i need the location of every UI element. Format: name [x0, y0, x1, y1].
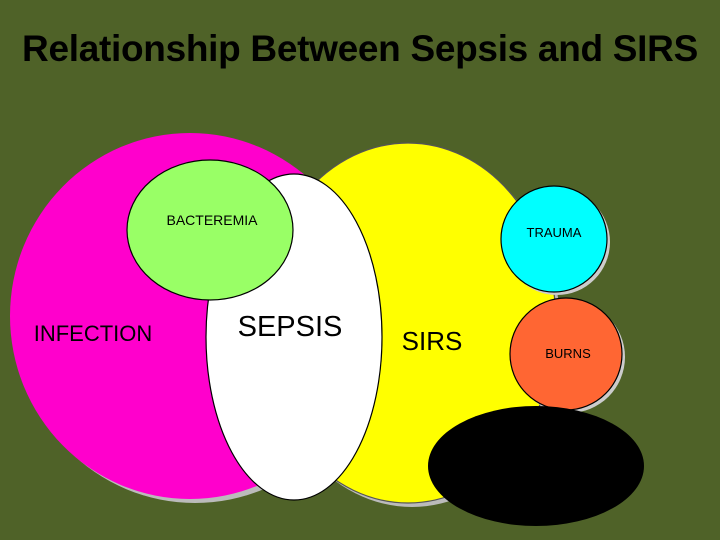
sirs-label: SIRS	[402, 326, 463, 356]
infection-label: INFECTION	[34, 321, 153, 346]
trauma-circle	[500, 185, 608, 293]
trauma-label: TRAUMA	[527, 225, 582, 240]
slide-title: Relationship Between Sepsis and SIRS	[22, 28, 698, 69]
bacteremia-label: BACTEREMIA	[166, 212, 258, 228]
burns-label: BURNS	[545, 346, 591, 361]
black-oval	[428, 406, 644, 526]
bacteremia-circle	[126, 159, 294, 301]
sepsis-label: SEPSIS	[238, 311, 343, 343]
